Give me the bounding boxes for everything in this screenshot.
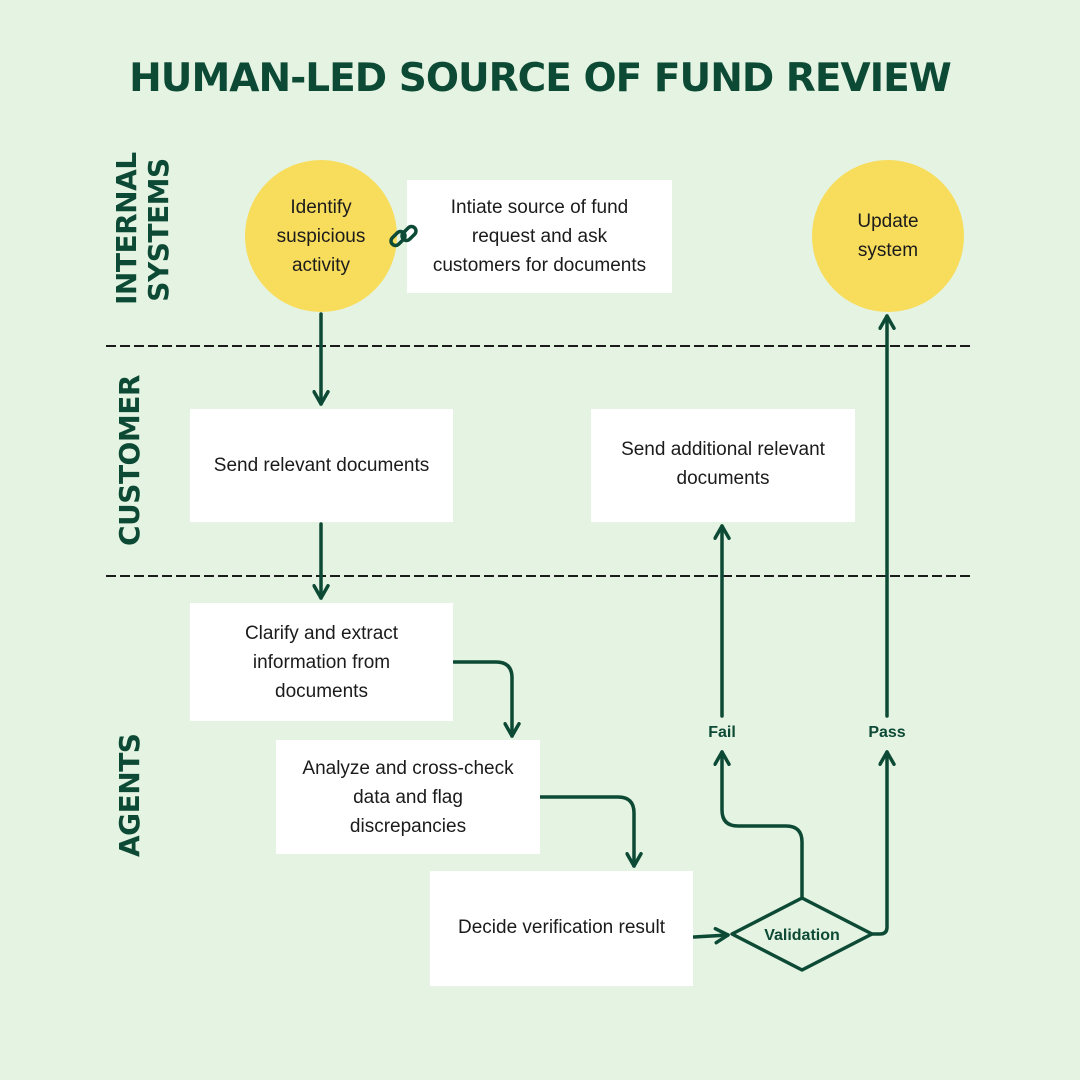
node-decide-verification: Decide verification result (430, 871, 693, 986)
node-identify-suspicious-activity: Identify suspicious activity (245, 160, 397, 312)
node-send-relevant-documents: Send relevant documents (190, 409, 453, 522)
validation-label: Validation (764, 927, 840, 944)
node-analyze-cross-check: Analyze and cross-check data and flag di… (276, 740, 540, 854)
node-send-additional-documents: Send additional relevant documents (591, 409, 855, 522)
page-title: HUMAN-LED SOURCE OF FUND REVIEW (129, 56, 952, 101)
node-clarify-extract: Clarify and extract information from doc… (190, 603, 453, 721)
edge-label-pass: Pass (868, 724, 906, 741)
arrow-validation-pass (870, 750, 896, 936)
lane-label-customer: CUSTOMER (113, 375, 146, 546)
arrow-validation-fail (713, 750, 804, 900)
arrow-analyze-to-decide (538, 795, 643, 868)
lane-label-internal-systems: INTERNAL SYSTEMS (110, 152, 175, 305)
validation-diamond (730, 896, 874, 972)
node-initiate-request: Intiate source of fund request and ask c… (407, 180, 672, 293)
edge-label-fail: Fail (708, 724, 736, 741)
arrow-clarify-to-analyze (452, 660, 521, 738)
node-update-system: Update system (812, 160, 964, 312)
lane-label-agents: AGENTS (113, 733, 146, 857)
link-icon (389, 224, 418, 248)
arrow-decide-to-validation (692, 926, 730, 945)
